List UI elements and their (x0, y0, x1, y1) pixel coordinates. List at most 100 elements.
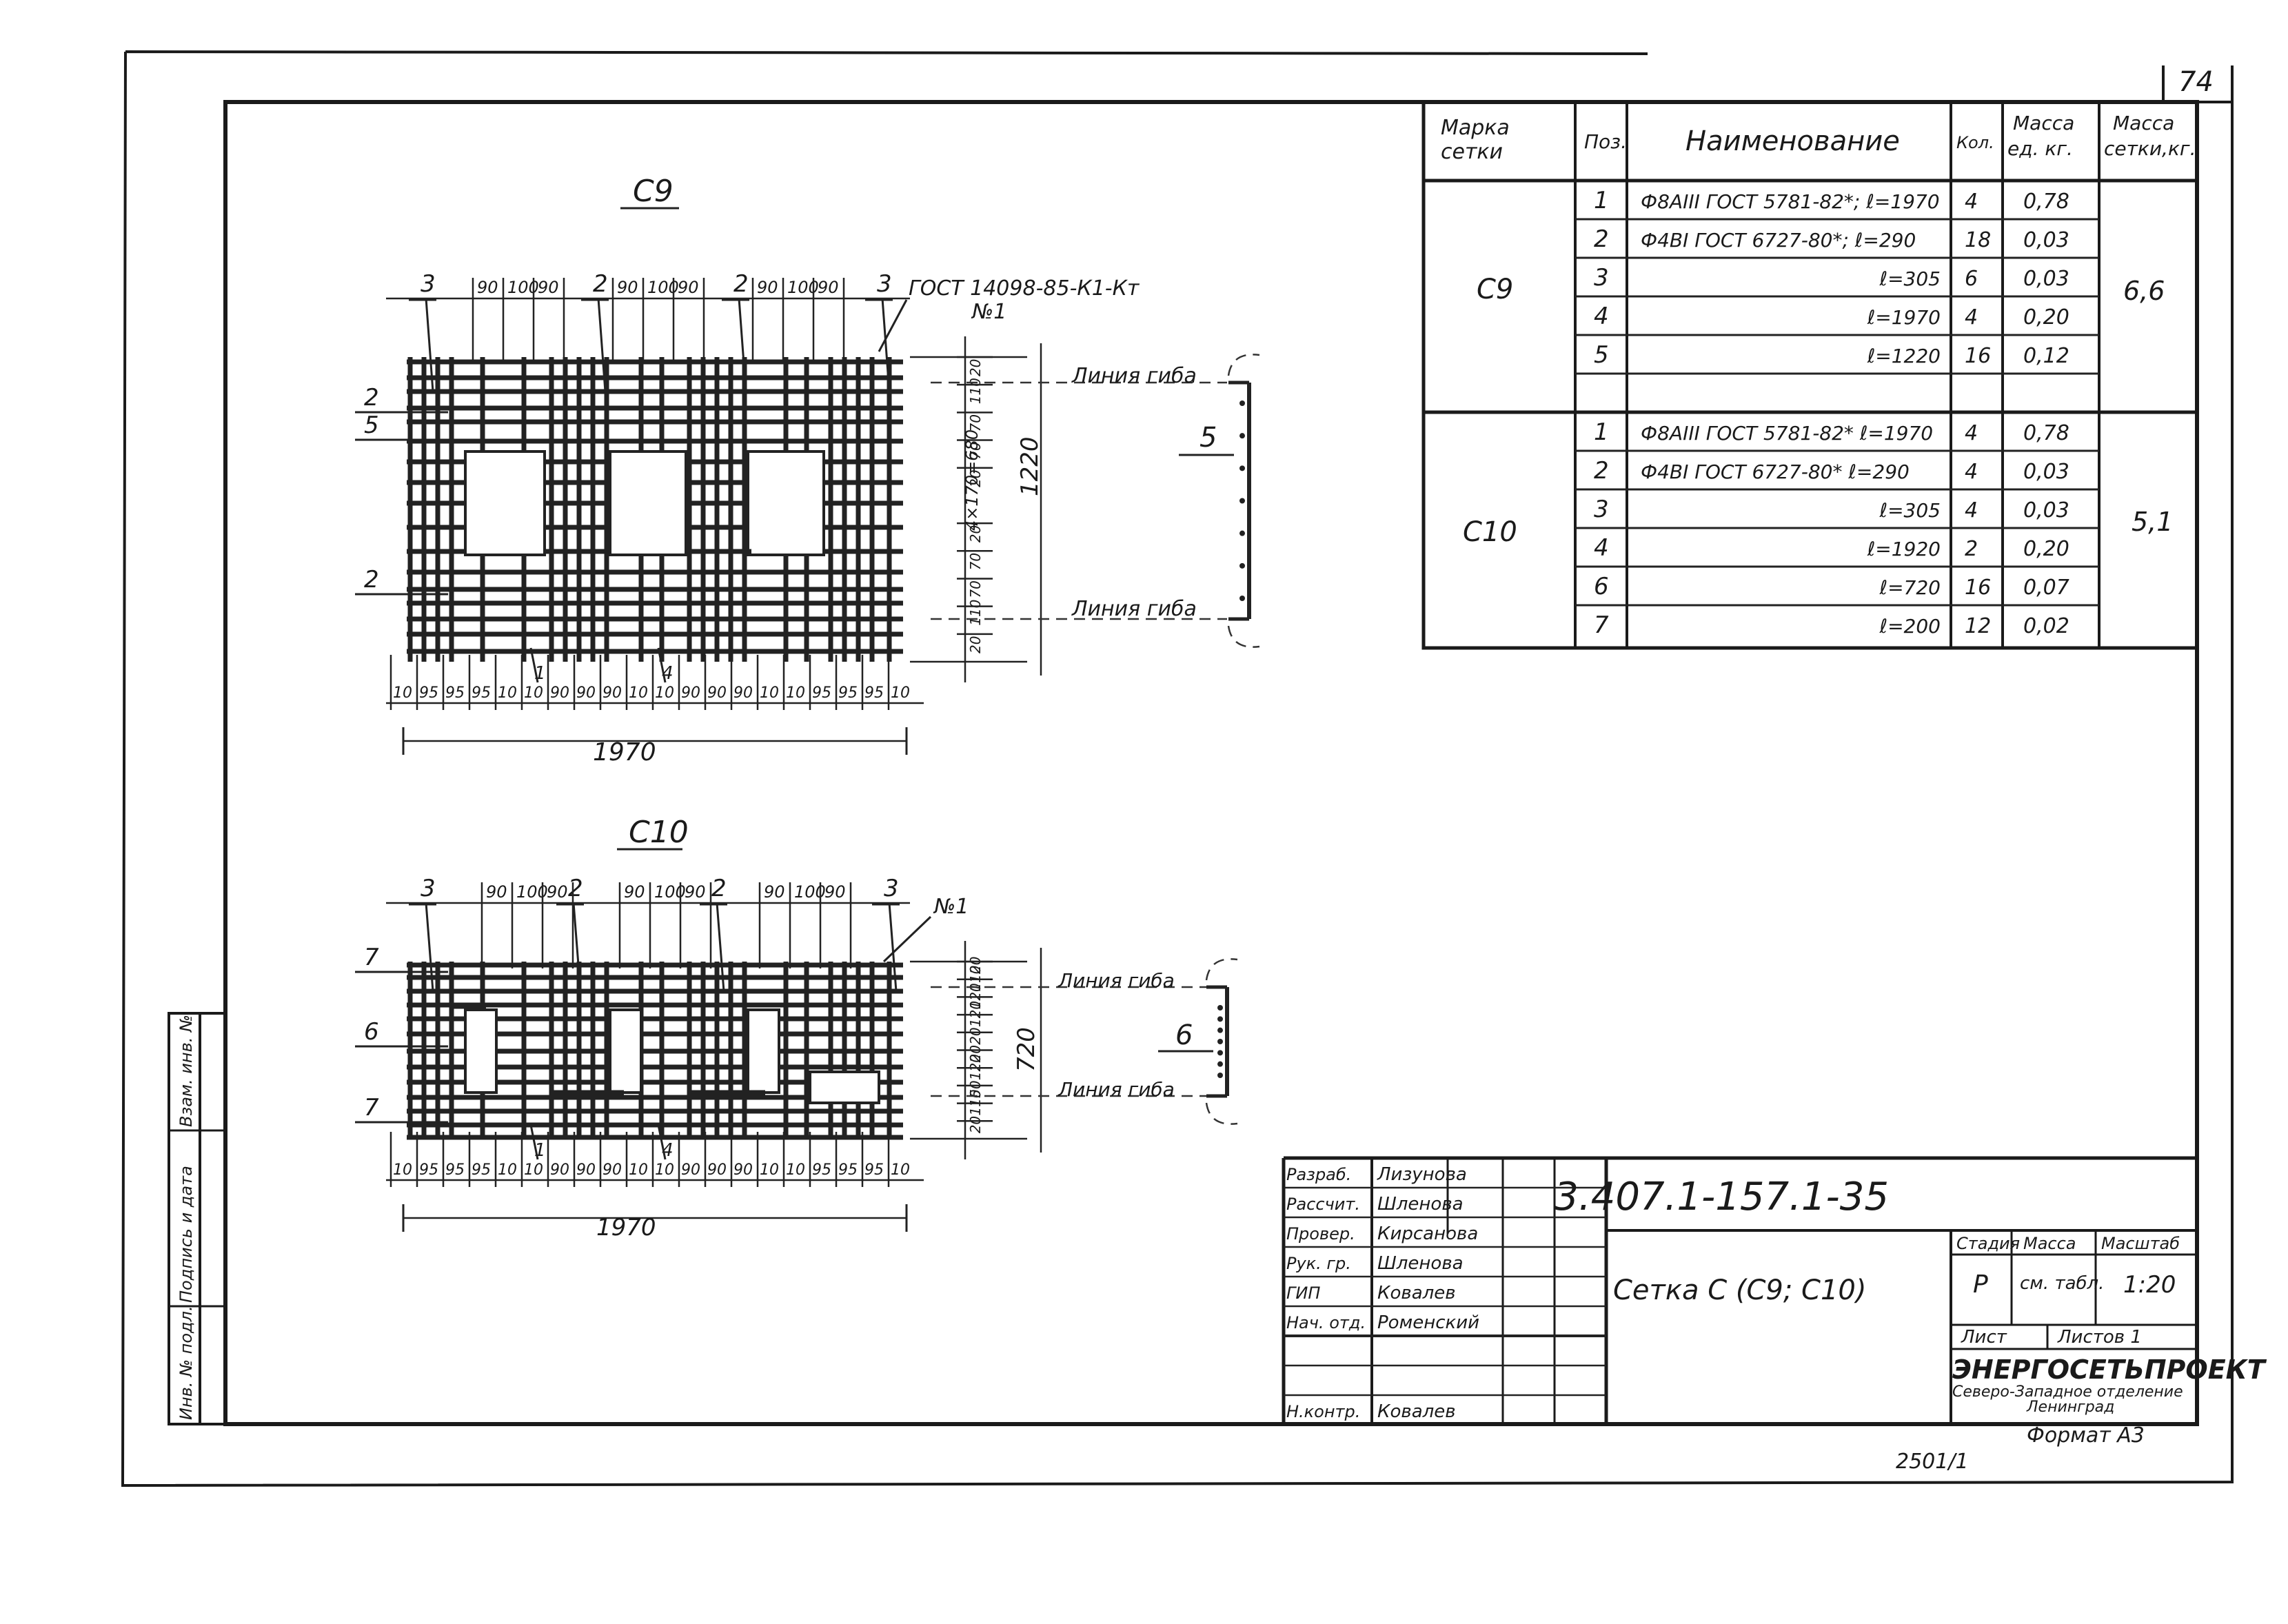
spec-row-qty: 16 (1965, 576, 1991, 600)
c10-bottom-dim: 10 (891, 1161, 910, 1179)
spec-row-mass: 0,02 (2023, 614, 2069, 638)
signature-role: Рук. гр. (1286, 1254, 1351, 1273)
c10-top-dim: 90 (824, 882, 846, 902)
c10-top-position-label: 2 (568, 875, 583, 902)
c10-bottom-dim: 95 (472, 1161, 491, 1179)
stamp-replace-label: Взам. инв. № (176, 1015, 196, 1127)
org-city: Ленинград (2026, 1399, 2114, 1416)
stage-value: Р (1973, 1270, 1988, 1299)
c9-top-dim: 90 (538, 278, 559, 297)
format-label: Формат А3 (2027, 1423, 2145, 1448)
signature-name: Ковалев (1377, 1283, 1456, 1303)
c9-top-position-label: 3 (877, 270, 892, 298)
spec-row-qty: 12 (1965, 614, 1991, 638)
c10-bottom-dim: 10 (629, 1161, 648, 1179)
c10-bottom-dim: 90 (733, 1161, 753, 1179)
spec-row-name: ℓ=1920 (1867, 538, 1941, 560)
signature-role: Н.контр. (1286, 1402, 1360, 1421)
c9-top-position-label: 3 (421, 270, 436, 298)
stamp-sign-label: Подпись и дата (176, 1166, 196, 1303)
c9-top-dim: 90 (477, 278, 498, 297)
c9-bend-line-top: Линия гиба (1071, 364, 1197, 388)
c10-bottom-dim: 90 (681, 1161, 700, 1179)
spec-row-mass: 0,07 (2023, 576, 2069, 600)
c9-bottom-dim: 95 (445, 684, 465, 702)
spec-row-mass: 0,03 (2023, 498, 2069, 522)
spec-row-name: Ф8АIII ГОСТ 5781-82*; ℓ=1970 (1641, 190, 1940, 213)
c10-bend-line-bottom: Линия гиба (1057, 1078, 1175, 1101)
c9-left-position-label: 2 (364, 566, 379, 593)
footer-code: 2501/1 (1896, 1450, 1969, 1474)
c10-top-dim: 90 (547, 882, 568, 902)
c9-bottom-dim: 90 (576, 684, 596, 702)
c9-bottom-dim: 95 (812, 684, 831, 702)
spec-row-qty: 4 (1965, 498, 1978, 522)
spec-header-pos: Поз. (1584, 130, 1627, 153)
c9-right-dim: 20 (967, 359, 984, 376)
signature-name: Шленова (1377, 1253, 1464, 1274)
c10-left-position-label: 7 (364, 944, 379, 971)
c10-right-dim: 20 (967, 1027, 984, 1044)
spec-row-pos: 5 (1594, 341, 1609, 369)
c10-bottom-dim: 95 (838, 1161, 858, 1179)
signature-role: Рассчит. (1286, 1195, 1360, 1214)
spec-row-pos: 2 (1594, 457, 1609, 485)
c9-section-label: 5 (1199, 422, 1217, 454)
c9-right-dim: 20 (967, 636, 984, 653)
c10-bottom-dim: 10 (786, 1161, 805, 1179)
c9-bottom-dim: 90 (603, 684, 622, 702)
c9-mid-dim: 4×170=680 (962, 429, 982, 531)
c9-right-dim: 70 (967, 580, 984, 598)
spec-row-qty: 4 (1965, 190, 1978, 214)
spec-row-name: ℓ=720 (1879, 576, 1941, 599)
c9-top-position-label: 2 (733, 270, 749, 298)
c10-opening (464, 1008, 498, 1094)
spec-row-pos: 1 (1594, 418, 1609, 446)
c10-overall-width: 1970 (596, 1214, 656, 1241)
c9-right-dim: 70 (967, 553, 984, 570)
c9-bottom-dim: 10 (393, 684, 412, 702)
c9-bottom-dim: 95 (472, 684, 491, 702)
c10-left-position-label: 6 (364, 1018, 379, 1046)
signature-name: Шленова (1377, 1194, 1464, 1215)
signature-role: ГИП (1286, 1283, 1320, 1303)
c10-bottom-dim: 10 (760, 1161, 779, 1179)
c9-bend-line-bottom: Линия гиба (1071, 597, 1197, 621)
c10-bottom-dim: 95 (419, 1161, 438, 1179)
spec-header-qty: Кол. (1956, 133, 1994, 152)
c9-bottom-dim: 10 (524, 684, 543, 702)
spec-row-qty: 4 (1965, 460, 1978, 484)
c9-bottom-dim: 10 (498, 684, 517, 702)
spec-row-mass: 0,78 (2023, 190, 2069, 214)
c9-bottom-dim: 95 (864, 684, 884, 702)
c10-weld-note: №1 (933, 895, 969, 919)
sheet-frame (121, 50, 2234, 1488)
c9-bottom-dim: 10 (655, 684, 674, 702)
c9-bottom-dim: 90 (681, 684, 700, 702)
spec-row-pos: 4 (1594, 534, 1609, 562)
signature-name: Роменский (1377, 1312, 1479, 1333)
scale-value: 1:20 (2123, 1271, 2176, 1299)
spec-row-pos: 4 (1594, 303, 1609, 330)
c9-top-dim: 90 (818, 278, 839, 297)
c9-right-dim: 20 (967, 525, 984, 542)
c9-mesh (407, 357, 903, 662)
c9-title: С9 (633, 174, 674, 209)
c9-left-position-label: 2 (364, 384, 379, 412)
c10-title: С10 (629, 815, 689, 850)
c10-bottom-dim: 95 (864, 1161, 884, 1179)
c10-opening (609, 1008, 642, 1094)
signature-name: Кирсанова (1377, 1224, 1478, 1244)
spec-row-name: Ф4ВI ГОСТ 6727-80*; ℓ=290 (1641, 229, 1916, 252)
spec-total-c9: 6,6 (2123, 276, 2165, 306)
spec-row-name: ℓ=1970 (1867, 306, 1941, 329)
c10-bottom-dim: 95 (445, 1161, 465, 1179)
c10-top-position-label: 3 (884, 875, 899, 902)
spec-row-mass: 0,78 (2023, 421, 2069, 445)
